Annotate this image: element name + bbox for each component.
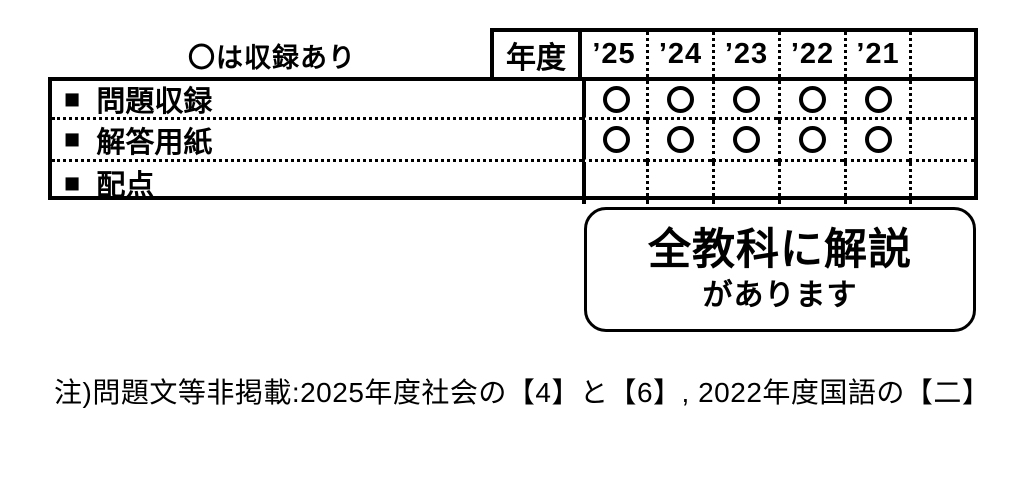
year-column-header: ’21	[844, 32, 909, 77]
included-circle-icon	[864, 126, 892, 153]
year-column-header: ’24	[646, 32, 712, 77]
year-cell	[712, 120, 778, 162]
year-cell	[646, 120, 712, 162]
row-label: ■ 問題収録	[52, 81, 582, 120]
year-cell	[909, 81, 974, 120]
year-cell	[909, 162, 974, 204]
included-circle-icon	[799, 126, 826, 153]
row-label: ■ 解答用紙	[52, 120, 582, 162]
row-marker-icon: ■	[64, 83, 81, 114]
year-cell	[778, 81, 844, 120]
included-circle-icon	[733, 85, 760, 113]
callout-main-text: 全教科に解説	[648, 226, 912, 275]
year-cell	[909, 120, 974, 162]
year-cell	[582, 162, 646, 204]
row-label-text: 問題収録	[96, 86, 213, 118]
year-header-row: 年度 ’25 ’24’23’22’21	[490, 28, 978, 77]
callout-box: 全教科に解説 があります	[584, 207, 976, 332]
included-circle-icon	[799, 85, 826, 113]
year-cell	[646, 162, 712, 204]
included-circle-icon	[667, 85, 694, 113]
year-cell	[844, 120, 909, 162]
included-circle-icon	[864, 85, 892, 113]
year-cell	[712, 81, 778, 120]
year-columns: ’25 ’24’23’22’21	[582, 32, 974, 77]
row-marker-icon: ■	[64, 124, 81, 154]
callout-sub-text: があります	[702, 278, 858, 312]
row-label-text: 解答用紙	[96, 126, 213, 159]
footnote: 注)問題文等非掲載:2025年度社会の【4】と【6】, 2022年度国語の【二】	[54, 377, 991, 408]
row-label: ■ 配点	[52, 162, 582, 204]
legend-text: 〇は収録あり	[188, 43, 356, 73]
year-cell	[844, 162, 909, 204]
included-circle-icon	[667, 126, 694, 153]
year-column-header: ’25	[592, 38, 636, 70]
row-marker-icon: ■	[64, 167, 81, 198]
year-column-header: ’22	[778, 32, 844, 77]
year-cell	[844, 81, 909, 120]
table-body: ■ 問題収録 ■ 解答用紙 ■ 配点	[48, 77, 978, 204]
included-circle-icon	[733, 126, 760, 153]
included-circle-icon	[602, 85, 630, 113]
year-cell	[582, 120, 646, 162]
year-cell	[778, 162, 844, 204]
year-column-header: ’23	[712, 32, 778, 77]
year-cell	[582, 81, 646, 120]
row-label-text: 配点	[96, 170, 155, 202]
year-cell	[778, 120, 844, 162]
year-column-header	[909, 32, 974, 77]
year-cell	[646, 81, 712, 120]
year-cell	[712, 162, 778, 204]
included-circle-icon	[602, 126, 630, 153]
year-header-label: 年度	[494, 32, 582, 77]
